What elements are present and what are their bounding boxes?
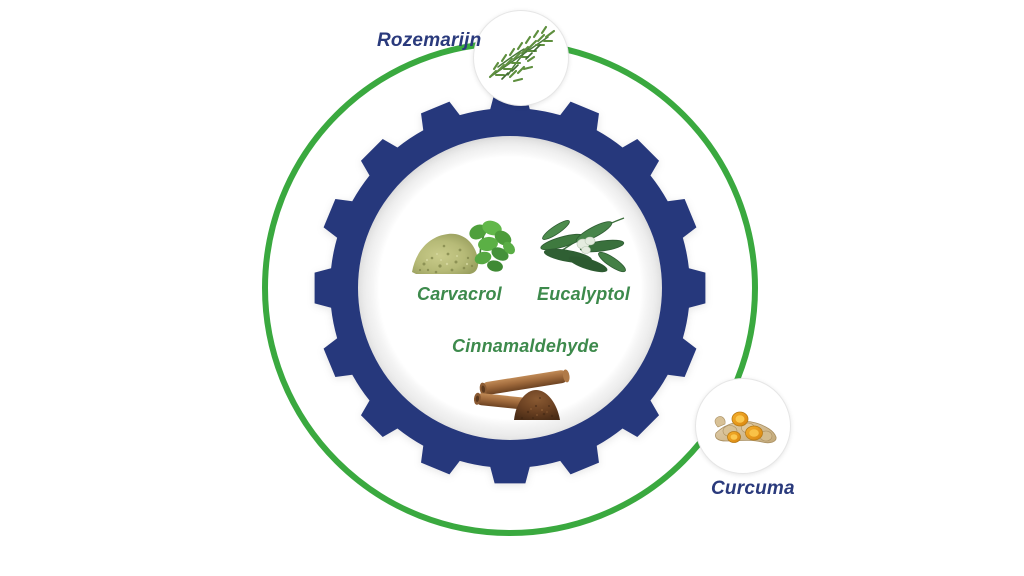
label-cinnamaldehyde: Cinnamaldehyde <box>452 336 599 356</box>
gear-inner-disc <box>356 134 664 442</box>
oregano-herb-pile-icon <box>412 220 515 274</box>
label-carvacrol: Carvacrol <box>417 284 502 304</box>
label-rozemarijn: Rozemarijn <box>377 30 482 51</box>
label-eucalyptol: Eucalyptol <box>537 284 631 304</box>
label-curcuma: Curcuma <box>711 478 795 499</box>
badge-rozemarijn[interactable] <box>473 10 569 106</box>
rosemary-sprig-icon <box>488 25 556 83</box>
eucalyptus-leaves-icon <box>540 217 626 273</box>
cinnamon-sticks-powder-icon <box>473 369 570 420</box>
badge-curcuma[interactable] <box>695 378 791 474</box>
turmeric-root-icon <box>714 411 777 444</box>
